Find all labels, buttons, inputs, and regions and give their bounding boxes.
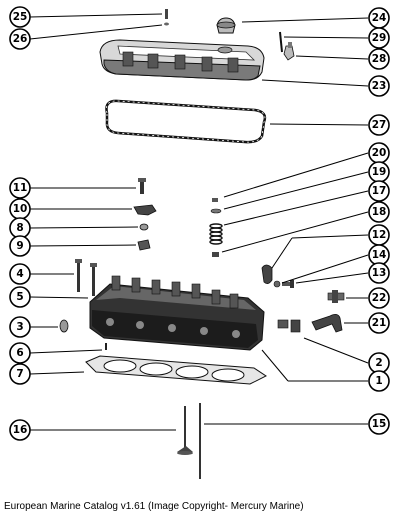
rocker-cover <box>99 39 265 81</box>
svg-text:9: 9 <box>16 240 23 252</box>
breather-tube <box>279 31 283 53</box>
callout-19: 19 <box>368 161 390 183</box>
callout-29: 29 <box>368 27 390 49</box>
callout-21: 21 <box>368 312 390 334</box>
callout-10: 10 <box>9 198 31 220</box>
callout-16: 16 <box>9 419 31 441</box>
temperature-sender <box>261 264 273 284</box>
oil-filler-cap <box>216 17 236 34</box>
callout-3: 3 <box>9 316 31 338</box>
valve-spring <box>209 223 223 245</box>
small-plug <box>273 280 281 288</box>
intake-valve <box>177 406 193 455</box>
callout-8: 8 <box>9 217 31 239</box>
svg-text:10: 10 <box>13 203 28 215</box>
callout-25: 25 <box>9 6 31 28</box>
rocker-arm <box>133 204 157 216</box>
callout-28: 28 <box>368 48 390 70</box>
svg-text:12: 12 <box>372 229 387 241</box>
rocker-stud <box>138 178 146 194</box>
callout-2: 2 <box>368 352 390 374</box>
svg-text:17: 17 <box>372 185 387 197</box>
valve-seal <box>212 252 219 257</box>
svg-text:15: 15 <box>372 418 387 430</box>
svg-text:25: 25 <box>13 11 28 23</box>
nipple-fitting <box>277 319 301 333</box>
svg-text:27: 27 <box>372 119 387 131</box>
head-gasket <box>85 355 267 385</box>
valve-cap <box>210 208 222 214</box>
core-plug <box>59 319 69 333</box>
svg-text:19: 19 <box>372 166 387 178</box>
rocker-ball <box>139 223 149 231</box>
svg-text:2: 2 <box>375 357 382 369</box>
callout-22: 22 <box>368 287 390 309</box>
svg-text:22: 22 <box>372 292 387 304</box>
callout-1: 1 <box>368 370 390 392</box>
exhaust-valve <box>199 403 201 479</box>
callout-18: 18 <box>368 201 390 223</box>
callout-12: 12 <box>368 224 390 246</box>
svg-text:14: 14 <box>372 249 387 261</box>
callout-13: 13 <box>368 262 390 284</box>
cylinder-head <box>89 275 265 351</box>
callout-26: 26 <box>9 28 31 50</box>
svg-text:13: 13 <box>372 267 387 279</box>
svg-text:1: 1 <box>375 375 382 387</box>
head-bolts <box>75 259 97 296</box>
callout-23: 23 <box>368 75 390 97</box>
callout-14: 14 <box>368 244 390 266</box>
callout-20: 20 <box>368 142 390 164</box>
callout-6: 6 <box>9 342 31 364</box>
callout-15: 15 <box>368 413 390 435</box>
callout-17: 17 <box>368 180 390 202</box>
svg-text:20: 20 <box>372 147 387 159</box>
leader-lines <box>29 13 369 431</box>
callout-9: 9 <box>9 235 31 257</box>
valve-keepers <box>212 198 218 202</box>
svg-text:4: 4 <box>16 268 23 280</box>
callout-27: 27 <box>368 114 390 136</box>
svg-text:23: 23 <box>372 80 387 92</box>
svg-text:6: 6 <box>16 347 23 359</box>
callout-7: 7 <box>9 363 31 385</box>
breather-clip <box>283 42 295 61</box>
fitting-bolt <box>282 280 294 288</box>
callout-4: 4 <box>9 263 31 285</box>
svg-text:5: 5 <box>16 291 23 303</box>
svg-text:26: 26 <box>13 33 28 45</box>
callout-11: 11 <box>9 177 31 199</box>
callout-5: 5 <box>9 286 31 308</box>
image-caption: European Marine Catalog v1.61 (Image Cop… <box>4 501 304 512</box>
svg-text:7: 7 <box>16 368 23 380</box>
svg-text:29: 29 <box>372 32 387 44</box>
cover-screw <box>164 9 169 26</box>
svg-text:21: 21 <box>372 317 387 329</box>
elbow-hose <box>311 314 343 333</box>
svg-text:28: 28 <box>372 53 387 65</box>
dowel-pin <box>105 343 107 350</box>
water-fitting <box>327 290 345 303</box>
rocker-nut <box>137 239 151 251</box>
svg-text:16: 16 <box>13 424 28 436</box>
callout-24: 24 <box>368 7 390 29</box>
svg-text:11: 11 <box>13 182 28 194</box>
svg-text:3: 3 <box>16 321 23 333</box>
svg-text:24: 24 <box>372 12 387 24</box>
svg-text:8: 8 <box>16 222 23 234</box>
svg-text:18: 18 <box>372 206 387 218</box>
rocker-cover-gasket <box>105 99 267 144</box>
